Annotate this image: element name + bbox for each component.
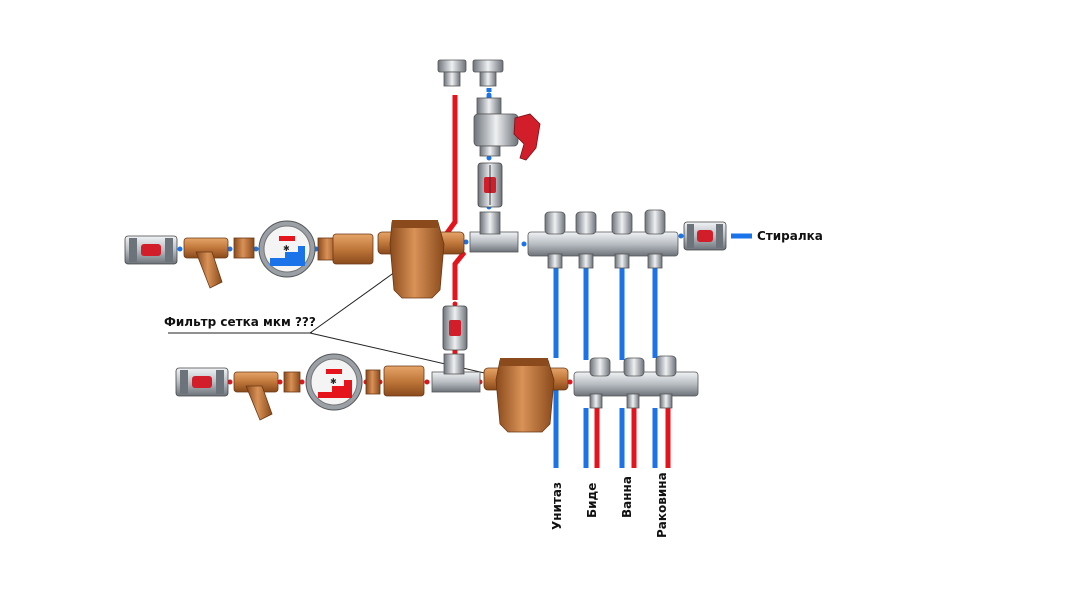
fitting-nut-icon <box>283 371 301 393</box>
outlet-label-wc: Унитаз <box>550 482 564 530</box>
svg-text:✱: ✱ <box>330 377 337 386</box>
y-strainer-icon <box>233 371 279 421</box>
manifold-icon <box>573 355 699 409</box>
fitting-nut-icon <box>472 59 504 87</box>
svg-text:✱: ✱ <box>283 244 290 253</box>
water-meter-icon: ✱ <box>258 220 316 278</box>
outlet-label-sink: Раковина <box>655 472 669 538</box>
outlet-label-bidet: Биде <box>585 483 599 518</box>
washer-label: Стиралка <box>757 229 823 243</box>
pressure-reducer-icon <box>483 358 569 433</box>
filter-note-label: Фильтр сетка мкм ??? <box>164 315 316 329</box>
leader-line-lower <box>309 332 516 381</box>
ball-valve-icon <box>442 305 468 351</box>
fitting-nut-icon <box>365 369 381 395</box>
tee-fitting-icon <box>469 211 519 253</box>
manifold-icon <box>527 209 679 269</box>
fitting-nut-icon <box>332 233 374 265</box>
outlet-label-bath: Ванна <box>620 476 634 518</box>
fitting-nut-icon <box>383 365 425 397</box>
ball-valve-icon <box>124 235 178 265</box>
ball-valve-icon <box>477 162 503 208</box>
safety-valve-icon <box>473 97 541 161</box>
ball-valve-icon <box>175 367 229 397</box>
hot-riser-pipe <box>443 95 467 300</box>
fitting-nut-icon <box>437 59 467 87</box>
ball-valve-icon <box>683 221 727 251</box>
water-meter-icon: ✱ <box>305 353 363 411</box>
fitting-nut-icon <box>233 237 255 259</box>
tee-fitting-icon <box>431 353 481 393</box>
leader-line-upper <box>309 271 396 334</box>
pressure-reducer-icon <box>377 220 465 299</box>
y-strainer-icon <box>183 237 229 289</box>
